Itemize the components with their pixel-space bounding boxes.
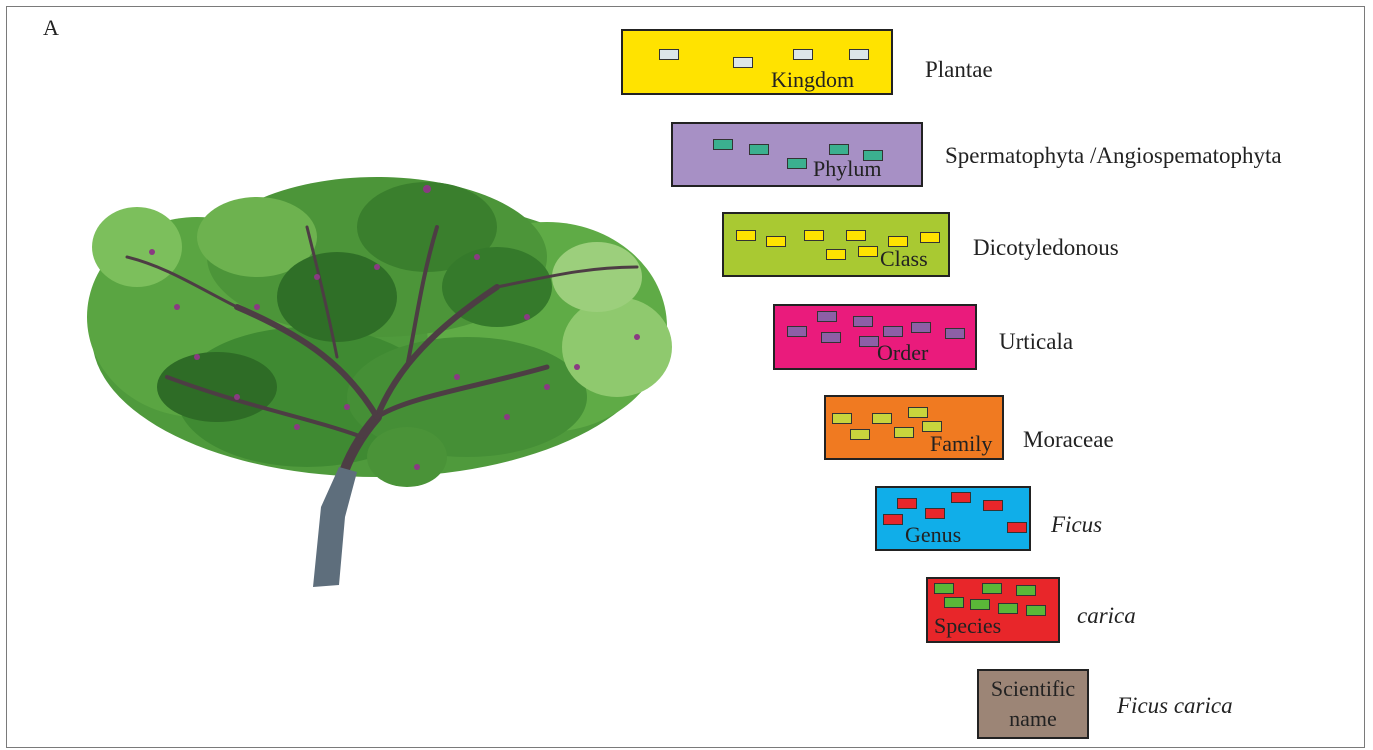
chip xyxy=(829,144,849,155)
taxon-species: carica xyxy=(1077,603,1136,628)
chip xyxy=(749,144,769,155)
rank-label-order: Order xyxy=(877,340,929,365)
chip xyxy=(766,236,786,247)
chip xyxy=(944,597,964,608)
rank-label-class: Class xyxy=(880,246,928,271)
chip xyxy=(1007,522,1027,533)
taxon-order: Urticala xyxy=(999,329,1074,354)
chip xyxy=(849,49,869,60)
chip xyxy=(1026,605,1046,616)
rank-label-phylum: Phylum xyxy=(813,156,882,181)
rank-label-genus: Genus xyxy=(905,522,962,547)
chip xyxy=(832,413,852,424)
chip xyxy=(911,322,931,333)
chip xyxy=(983,500,1003,511)
chip xyxy=(945,328,965,339)
fig-fruits xyxy=(149,185,640,470)
chip xyxy=(826,249,846,260)
chip xyxy=(804,230,824,241)
chip xyxy=(853,316,873,327)
rank-box-kingdom: Kingdom xyxy=(621,29,893,95)
taxon-kingdom: Plantae xyxy=(925,57,993,82)
chip xyxy=(982,583,1002,594)
rank-label-kingdom: Kingdom xyxy=(771,67,855,92)
chip xyxy=(733,57,753,68)
chip xyxy=(883,326,903,337)
chip xyxy=(659,49,679,60)
rank-box-scientific-name: Scientific name xyxy=(977,669,1089,739)
chip xyxy=(883,514,903,525)
chip xyxy=(894,427,914,438)
chip xyxy=(897,498,917,509)
taxon-family: Moraceae xyxy=(1023,427,1114,452)
rank-label-species: Species xyxy=(934,613,1002,638)
taxon-class: Dicotyledonous xyxy=(973,235,1119,260)
tree-trunk xyxy=(313,467,357,587)
chip xyxy=(922,421,942,432)
rank-label-family: Family xyxy=(930,431,993,456)
chip xyxy=(872,413,892,424)
chip xyxy=(821,332,841,343)
rank-label-scientific-name: Scientific name xyxy=(990,676,1076,731)
chip xyxy=(951,492,971,503)
panel-label: A xyxy=(43,15,59,40)
chip xyxy=(850,429,870,440)
taxon-genus: Ficus xyxy=(1051,512,1103,537)
taxon-scientific-name: Ficus carica xyxy=(1117,693,1233,718)
chip xyxy=(1016,585,1036,596)
chip xyxy=(787,158,807,169)
tree-foliage xyxy=(87,177,672,487)
chip xyxy=(793,49,813,60)
chip xyxy=(787,326,807,337)
chip xyxy=(713,139,733,150)
chip xyxy=(863,150,883,161)
taxon-phylum: Spermatophyta /Angiospematophyta xyxy=(945,143,1282,168)
chip xyxy=(998,603,1018,614)
chip xyxy=(846,230,866,241)
rank-box-phylum: Phylum xyxy=(671,122,923,187)
rank-box-class: Class xyxy=(722,212,950,277)
figure-frame: A xyxy=(6,6,1365,748)
chip xyxy=(858,246,878,257)
rank-box-family: Family xyxy=(824,395,1004,460)
chip xyxy=(925,508,945,519)
fig-tree-illustration xyxy=(87,177,672,587)
rank-box-order: Order xyxy=(773,304,977,370)
rank-box-genus: Genus xyxy=(875,486,1031,551)
chip xyxy=(817,311,837,322)
chip xyxy=(859,336,879,347)
chip xyxy=(920,232,940,243)
chip xyxy=(970,599,990,610)
chip xyxy=(888,236,908,247)
chip xyxy=(736,230,756,241)
chip xyxy=(908,407,928,418)
chip xyxy=(934,583,954,594)
rank-box-species: Species xyxy=(926,577,1060,643)
tree-branches xyxy=(125,225,639,572)
